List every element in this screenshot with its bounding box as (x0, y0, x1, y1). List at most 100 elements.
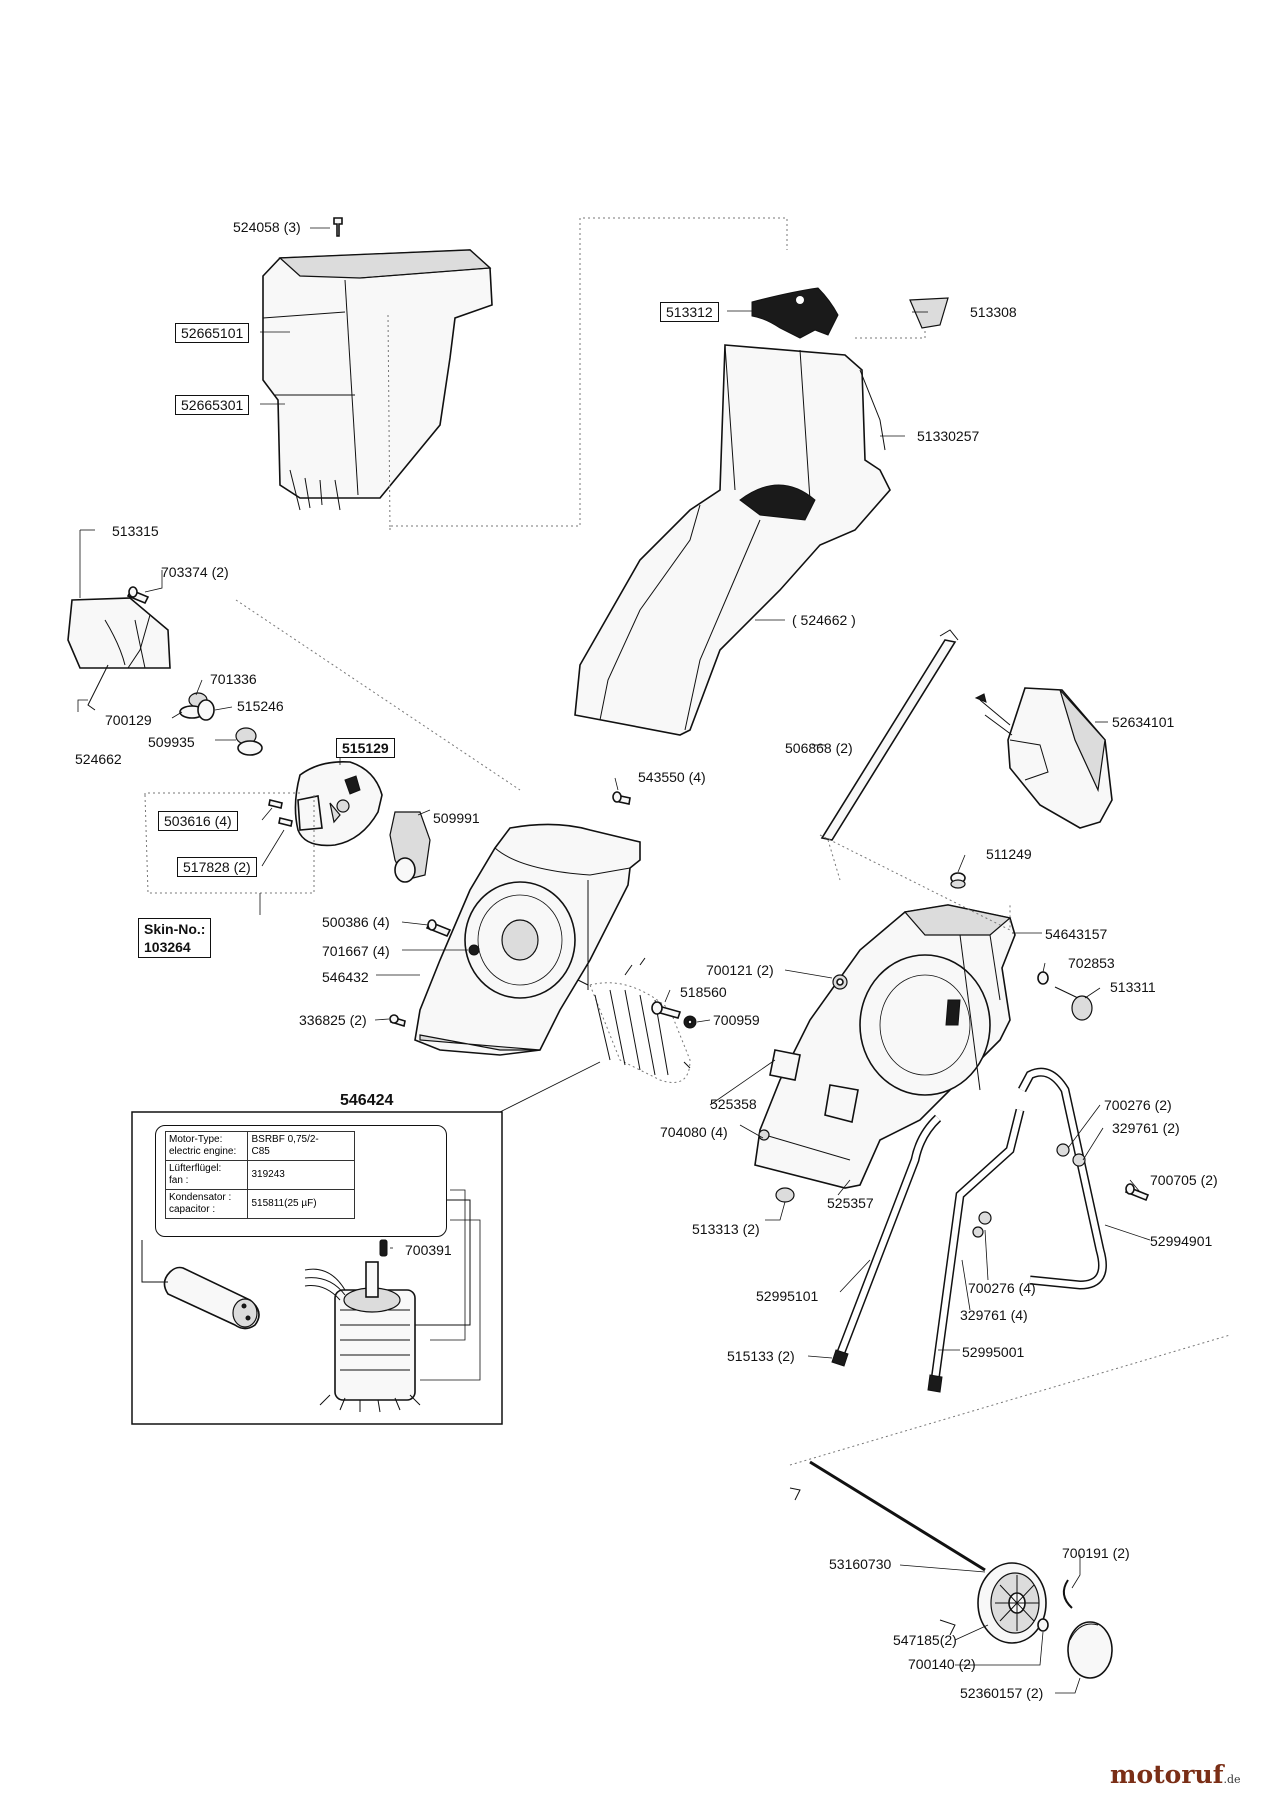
label-513308: 513308 (970, 304, 1017, 320)
nut-511249 (950, 872, 966, 889)
motor-housing-54643157 (754, 904, 1016, 1189)
label-547185: 547185(2) (893, 1632, 957, 1648)
wheel-547185 (977, 1562, 1047, 1644)
brand-tld: .de (1223, 1773, 1241, 1786)
label-52634101: 52634101 (1112, 714, 1175, 730)
label-52994901: 52994901 (1150, 1233, 1213, 1249)
label-329761-4: 329761 (4) (960, 1307, 1028, 1323)
label-52665101: 52665101 (175, 323, 250, 343)
label-517828: 517828 (2) (177, 857, 257, 877)
spec-value-cell: 319243 (247, 1160, 355, 1190)
skin-number-label: Skin-No.: (144, 921, 206, 937)
label-525357: 525357 (827, 1195, 874, 1211)
label-515246: 515246 (237, 698, 284, 714)
label-546432: 546432 (322, 969, 369, 985)
label-513312: 513312 (660, 302, 719, 322)
washer-700140 (1037, 1618, 1049, 1632)
label-700391: 700391 (405, 1242, 452, 1258)
leader-lines (77, 227, 1151, 1694)
brand-name: motoruf (1110, 1760, 1224, 1789)
callout-bracket (420, 1219, 481, 1381)
capacitor-515811 (141, 1240, 260, 1330)
label-52995101: 52995101 (756, 1288, 819, 1304)
assembly-guide-line (855, 310, 926, 339)
label-700276-4: 700276 (4) (968, 1280, 1036, 1296)
label-54643157: 54643157 (1045, 926, 1108, 942)
label-543550: 543550 (4) (638, 769, 706, 785)
leg-52995101 (831, 1114, 942, 1367)
table-row: Kondensator :capacitor : 515811(25 µF) (164, 1189, 355, 1219)
assembly-guide-line (789, 1334, 1231, 1466)
switch-box-52634101 (974, 687, 1113, 829)
flap-513315 (67, 597, 171, 711)
bolt-700705 (1124, 1183, 1150, 1202)
label-700129: 700129 (105, 712, 152, 728)
screws-543550 (612, 791, 631, 805)
housing-546432 (414, 823, 641, 1056)
cutter-roller-part (577, 957, 691, 1083)
motor-spec-grid: Motor-Type:electric engine: BSRBF 0,75/2… (164, 1131, 355, 1219)
label-524058: 524058 (3) (233, 219, 301, 235)
label-513311: 513311 (1110, 979, 1156, 995)
spec-value-cell: 515811(25 µF) (247, 1189, 355, 1219)
cable-506868 (820, 629, 959, 881)
label-700276-2: 700276 (2) (1104, 1097, 1172, 1113)
label-518560: 518560 (680, 984, 727, 1000)
motor-spec-table: Motor-Type:electric engine: BSRBF 0,75/2… (155, 1125, 447, 1237)
clip-513308 (909, 297, 949, 329)
spec-key-cell: Kondensator :capacitor : (164, 1189, 249, 1219)
skin-number-value: 103264 (144, 939, 191, 955)
label-524662-paren: ( 524662 ) (792, 612, 856, 628)
nut-700121 (832, 974, 848, 990)
screw-336825 (389, 1014, 406, 1028)
label-515129: 515129 (336, 738, 395, 758)
label-52665301: 52665301 (175, 395, 250, 415)
label-509935: 509935 (148, 734, 195, 750)
label-515133: 515133 (2) (727, 1348, 795, 1364)
cover-plate-513312 (751, 287, 839, 339)
hubcap-52360157 (1067, 1621, 1113, 1679)
label-546424: 546424 (340, 1092, 394, 1109)
leg-52995001 (927, 1108, 1025, 1393)
bushing-509935 (235, 727, 263, 756)
knob-513311 (1054, 986, 1093, 1021)
electric-motor-part (304, 1199, 471, 1413)
nut-700276 (972, 1143, 1086, 1238)
label-336825: 336825 (2) (299, 1012, 367, 1028)
brand-logo[interactable]: motoruf.de (1110, 1760, 1241, 1789)
label-506868: 506868 (2) (785, 740, 853, 756)
frame-52994901 (1018, 1067, 1107, 1290)
spec-value-cell: BSRBF 0,75/2-C85 (247, 1131, 355, 1161)
blade-disc-515129 (294, 760, 383, 847)
bolt-518560 (651, 1001, 682, 1019)
assembly-guide-line (235, 599, 521, 791)
motor-kit-frame (131, 1061, 601, 1425)
label-700705: 700705 (2) (1150, 1172, 1218, 1188)
nut-701667 (468, 944, 480, 956)
assembly-guide-line (387, 314, 391, 531)
label-513313: 513313 (2) (692, 1221, 760, 1237)
key-700391 (379, 1239, 388, 1257)
label-701667: 701667 (4) (322, 943, 390, 959)
label-500386: 500386 (4) (322, 914, 390, 930)
label-51330257: 51330257 (917, 428, 980, 444)
label-700121: 700121 (2) (706, 962, 774, 978)
feed-chute-part (574, 344, 891, 736)
label-511249: 511249 (986, 846, 1032, 862)
label-525358: 525358 (710, 1096, 757, 1112)
label-704080: 704080 (4) (660, 1124, 728, 1140)
clip-700191 (1062, 1579, 1073, 1609)
table-row: Motor-Type:electric engine: BSRBF 0,75/2… (164, 1131, 355, 1161)
label-329761-2: 329761 (2) (1112, 1120, 1180, 1136)
label-53160730: 53160730 (829, 1556, 892, 1572)
label-700191: 700191 (2) (1062, 1545, 1130, 1561)
label-524662: 524662 (75, 751, 122, 767)
spec-key-cell: Motor-Type:electric engine: (164, 1131, 249, 1161)
label-513315: 513315 (112, 523, 159, 539)
assembly-guide-line (144, 794, 315, 894)
skin-number-box: Skin-No.: 103264 (138, 918, 212, 958)
assembly-guide-line (144, 792, 300, 795)
